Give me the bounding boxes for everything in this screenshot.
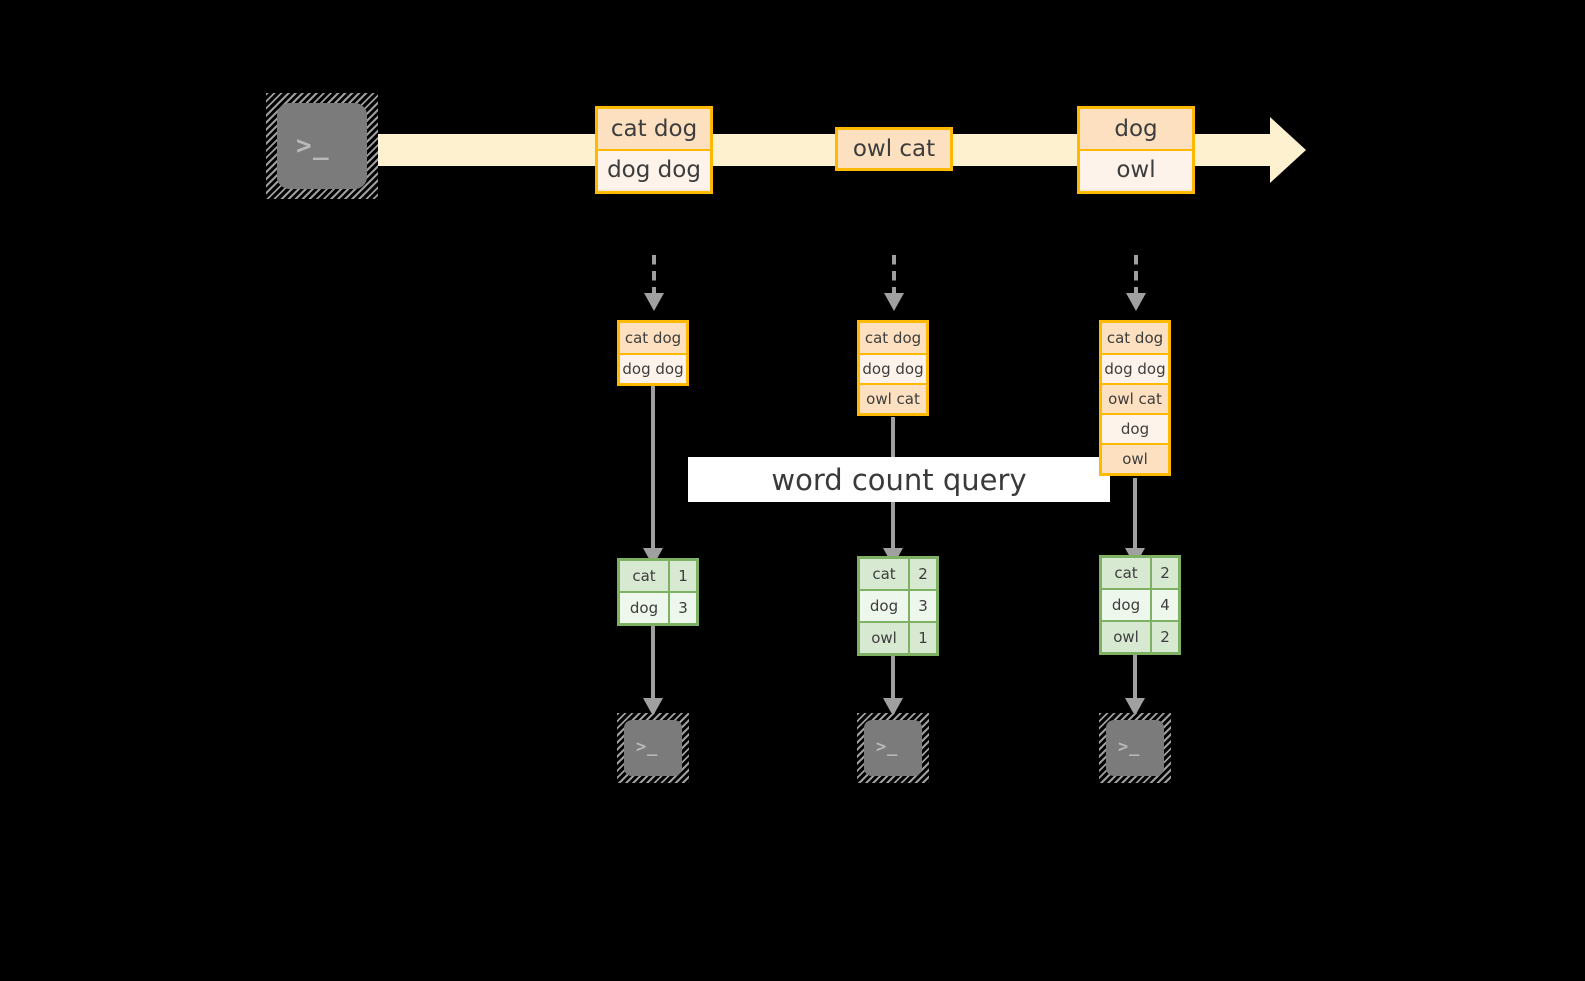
result-word: dog xyxy=(1102,590,1150,620)
snapshot-3-result-table[interactable]: cat 2 dog 4 owl 2 xyxy=(1099,555,1181,655)
result-row: cat 2 xyxy=(860,559,936,589)
snapshot-input-line: owl cat xyxy=(860,383,926,413)
snapshot-2-tap-arrowhead xyxy=(884,293,904,311)
result-word: cat xyxy=(620,561,668,591)
snapshot-1-tap-line xyxy=(652,255,656,295)
snapshot-3-tap-arrowhead xyxy=(1126,293,1146,311)
result-count: 3 xyxy=(908,591,936,621)
snapshot-2-sink-arrowhead xyxy=(883,698,903,716)
terminal-body xyxy=(624,720,682,776)
result-count: 1 xyxy=(908,623,936,653)
snapshot-3-query-line xyxy=(1133,478,1137,550)
snapshot-2-input-box[interactable]: cat dog dog dog owl cat xyxy=(857,320,929,416)
result-word: owl xyxy=(860,623,908,653)
result-count: 1 xyxy=(668,561,696,591)
snapshot-3-sink-arrowhead xyxy=(1125,698,1145,716)
snapshot-3-tap-line xyxy=(1134,255,1138,295)
result-count: 2 xyxy=(908,559,936,589)
terminal-body xyxy=(1106,720,1164,776)
result-count: 3 xyxy=(668,593,696,623)
snapshot-2-tap-line xyxy=(892,255,896,295)
terminal-prompt-glyph: >_ xyxy=(876,737,899,757)
result-row: cat 1 xyxy=(620,561,696,591)
snapshot-1-result-table[interactable]: cat 1 dog 3 xyxy=(617,558,699,626)
result-row: cat 2 xyxy=(1102,558,1178,588)
snapshot-input-line: owl cat xyxy=(1102,383,1168,413)
snapshot-1-sink-line xyxy=(651,622,655,700)
result-row: dog 4 xyxy=(1102,588,1178,620)
snapshot-3-sink-terminal-icon[interactable]: >_ xyxy=(1099,713,1171,783)
stream-event-group-2[interactable]: owl cat xyxy=(835,127,953,171)
result-word: dog xyxy=(620,593,668,623)
snapshot-input-line: cat dog xyxy=(1102,323,1168,353)
result-count: 2 xyxy=(1150,558,1178,588)
result-row: owl 1 xyxy=(860,621,936,653)
result-word: cat xyxy=(1102,558,1150,588)
snapshot-input-line: dog dog xyxy=(860,353,926,383)
result-word: owl xyxy=(1102,622,1150,652)
snapshot-2-result-table[interactable]: cat 2 dog 3 owl 1 xyxy=(857,556,939,656)
snapshot-input-line: dog xyxy=(1102,413,1168,443)
snapshot-1-tap-arrowhead xyxy=(644,293,664,311)
stream-event-line: cat dog xyxy=(598,109,710,149)
snapshot-1-sink-terminal-icon[interactable]: >_ xyxy=(617,713,689,783)
event-stream-arrowhead xyxy=(1270,117,1306,183)
result-count: 4 xyxy=(1150,590,1178,620)
terminal-body xyxy=(864,720,922,776)
result-word: cat xyxy=(860,559,908,589)
snapshot-input-line: cat dog xyxy=(620,323,686,353)
snapshot-2-sink-line xyxy=(891,652,895,700)
result-row: dog 3 xyxy=(620,591,696,623)
result-row: dog 3 xyxy=(860,589,936,621)
source-terminal-icon[interactable]: >_ xyxy=(266,93,378,199)
result-word: dog xyxy=(860,591,908,621)
stream-event-line: dog dog xyxy=(598,149,710,189)
stream-event-line: dog xyxy=(1080,109,1192,149)
stream-event-line: owl cat xyxy=(838,130,950,168)
result-row: owl 2 xyxy=(1102,620,1178,652)
snapshot-3-sink-line xyxy=(1133,651,1137,700)
terminal-prompt-glyph: >_ xyxy=(636,737,659,757)
snapshot-input-line: dog dog xyxy=(1102,353,1168,383)
snapshot-1-sink-arrowhead xyxy=(643,698,663,716)
terminal-prompt-glyph: >_ xyxy=(296,131,330,161)
snapshot-2-sink-terminal-icon[interactable]: >_ xyxy=(857,713,929,783)
snapshot-input-line: owl xyxy=(1102,443,1168,473)
snapshot-input-line: dog dog xyxy=(620,353,686,383)
query-label-banner: word count query xyxy=(688,457,1110,502)
snapshot-1-query-line xyxy=(651,385,655,550)
snapshot-3-input-box[interactable]: cat dog dog dog owl cat dog owl xyxy=(1099,320,1171,476)
terminal-prompt-glyph: >_ xyxy=(1118,737,1141,757)
snapshot-1-input-box[interactable]: cat dog dog dog xyxy=(617,320,689,386)
snapshot-input-line: cat dog xyxy=(860,323,926,353)
stream-event-group-3[interactable]: dog owl xyxy=(1077,106,1195,194)
query-label: word count query xyxy=(771,462,1027,497)
stream-event-line: owl xyxy=(1080,149,1192,189)
terminal-body xyxy=(277,103,367,189)
result-count: 2 xyxy=(1150,622,1178,652)
stream-event-group-1[interactable]: cat dog dog dog xyxy=(595,106,713,194)
